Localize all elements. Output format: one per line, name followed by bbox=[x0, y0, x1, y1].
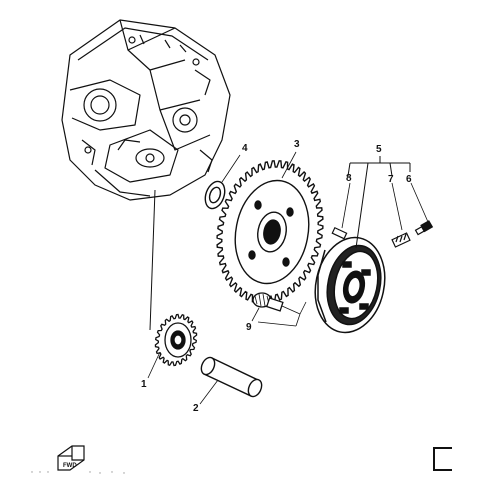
guide-line-shaft bbox=[149, 189, 156, 331]
part-bolt bbox=[252, 292, 307, 327]
gear-hole bbox=[282, 257, 290, 267]
part-starter-idle-gear bbox=[216, 160, 324, 304]
part-starter-clutch bbox=[314, 236, 386, 334]
callout-bracket-5 bbox=[347, 156, 411, 249]
callout-8: 8 bbox=[346, 173, 352, 184]
callout-9: 9 bbox=[246, 322, 252, 333]
gear-hole bbox=[248, 250, 256, 260]
part-plunger-cap bbox=[410, 182, 434, 236]
part-shaft bbox=[200, 356, 263, 398]
gear-hole bbox=[254, 200, 262, 210]
gear-hub bbox=[263, 219, 281, 245]
callout-4: 4 bbox=[242, 143, 248, 154]
callout-6: 6 bbox=[406, 174, 412, 185]
part-spring bbox=[391, 182, 411, 248]
gear-hub bbox=[173, 334, 183, 346]
callout-5: 5 bbox=[376, 144, 382, 155]
engine-crankcase bbox=[61, 19, 231, 201]
part-starter-wheel-gear bbox=[154, 313, 198, 367]
callout-2: 2 bbox=[193, 403, 199, 414]
part-washer bbox=[204, 154, 241, 210]
gear-hole bbox=[286, 207, 294, 217]
page-corner-bracket bbox=[433, 447, 452, 471]
callout-1: 1 bbox=[141, 379, 147, 390]
callout-3: 3 bbox=[294, 139, 300, 150]
fwd-logo-icon: FWD bbox=[57, 445, 85, 471]
dotted-caption-line bbox=[31, 471, 125, 474]
callout-leaders bbox=[147, 151, 297, 405]
callout-7: 7 bbox=[388, 174, 394, 185]
svg-text:FWD: FWD bbox=[63, 463, 77, 469]
part-roller bbox=[331, 182, 351, 240]
